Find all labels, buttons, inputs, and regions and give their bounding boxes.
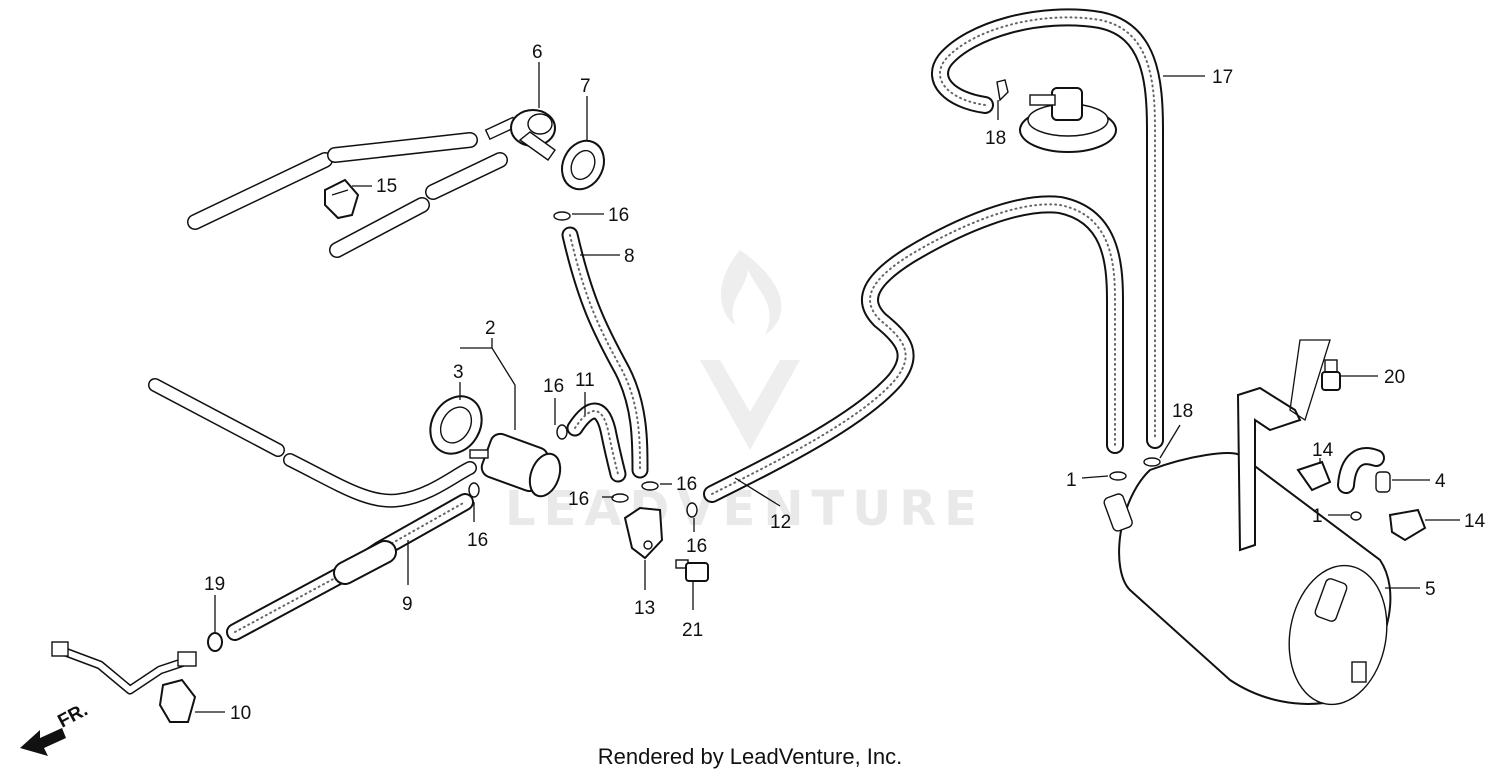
- watermark: LEADVENTURE: [505, 250, 985, 537]
- part-4-elbow: [1337, 447, 1391, 494]
- part-14-bracket-b: [1388, 508, 1427, 542]
- callout-15: 15: [376, 176, 397, 197]
- callout-5: 5: [1425, 579, 1436, 600]
- callout-4: 4: [1435, 471, 1446, 492]
- part-20-bolt: [1289, 339, 1341, 422]
- part-3-clamp: [429, 395, 483, 455]
- callout-10: 10: [230, 703, 251, 724]
- callout-16-lower-left: 16: [467, 530, 488, 551]
- callout-7: 7: [580, 76, 591, 97]
- callout-12: 12: [770, 512, 791, 533]
- watermark-text: LEADVENTURE: [505, 481, 985, 537]
- hose-long-left: [148, 378, 477, 508]
- callout-1-right: 1: [1312, 506, 1323, 527]
- hose-11: [566, 402, 627, 483]
- callout-1-left: 1: [1066, 470, 1077, 491]
- front-direction-arrow-icon: [20, 728, 66, 756]
- hose-8: [561, 226, 649, 479]
- hose-upper-left: [187, 132, 508, 258]
- part-21-bolt: [675, 559, 709, 582]
- footer-credit: Rendered by LeadVenture, Inc.: [597, 744, 903, 769]
- callout-18-top: 18: [985, 128, 1006, 149]
- part-fuel-tank-neck: [1019, 87, 1117, 153]
- leader-lines: [195, 62, 1460, 713]
- callout-16-lower-right: 16: [686, 536, 707, 557]
- callout-21: 21: [682, 620, 703, 641]
- callout-18-lower: 18: [1172, 401, 1193, 422]
- part-14-bracket-a: [1296, 460, 1332, 492]
- callout-9: 9: [402, 594, 413, 615]
- callout-14-left: 14: [1312, 440, 1334, 461]
- part-10-clip: [158, 678, 197, 723]
- callout-labels: 6 7 15 16 8 2 3 16 11 16 16 16 16 12 13 …: [204, 42, 1486, 724]
- callout-20: 20: [1384, 367, 1405, 388]
- part-fuel-line-left: [51, 641, 197, 695]
- callout-16-pump: 16: [543, 376, 564, 397]
- hose-9: [226, 493, 474, 641]
- callout-16-mid-left: 16: [568, 489, 589, 510]
- front-direction-label: FR.: [54, 700, 91, 733]
- callout-2: 2: [485, 318, 496, 339]
- callout-19: 19: [204, 574, 225, 595]
- callout-6: 6: [532, 42, 543, 63]
- small-clamps: [468, 211, 1362, 521]
- part-7-clamp: [561, 139, 605, 191]
- hose-12: [703, 195, 1124, 503]
- part-13-bracket: [623, 506, 664, 560]
- part-15-clip: [324, 178, 360, 220]
- hose-17: [931, 8, 1164, 449]
- part-18-top-clip: [996, 79, 1009, 102]
- callout-14-right: 14: [1464, 511, 1486, 532]
- part-2-fuel-pump: [469, 432, 562, 498]
- callout-16-top: 16: [608, 205, 629, 226]
- callout-17: 17: [1212, 67, 1233, 88]
- part-6-fuel-valve: [484, 109, 556, 161]
- callout-3: 3: [453, 362, 464, 383]
- part-19-clamp: [207, 632, 223, 652]
- callout-16-mid-right: 16: [676, 474, 697, 495]
- callout-11: 11: [575, 370, 595, 391]
- part-5-canister: [1103, 386, 1392, 706]
- callout-13: 13: [634, 598, 655, 619]
- callout-8: 8: [624, 246, 635, 267]
